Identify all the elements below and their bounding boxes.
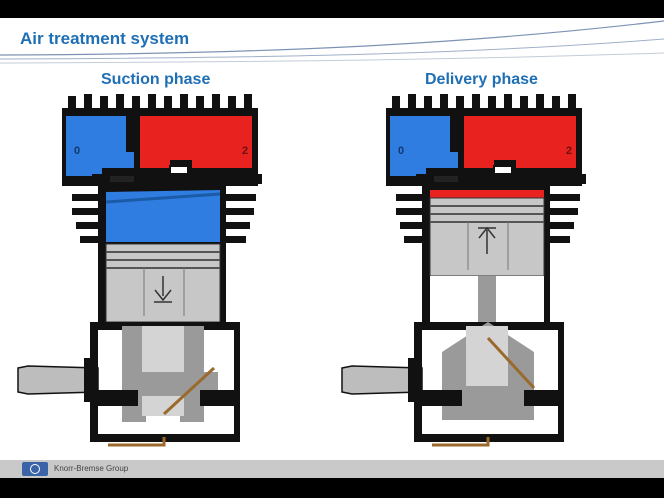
page-title: Air treatment system <box>20 29 190 48</box>
knorr-bremse-logo-icon <box>22 462 48 476</box>
header-swoosh <box>0 20 664 64</box>
suction-phase-label: Suction phase <box>101 71 211 88</box>
piston-up-arrow-icon <box>478 226 496 254</box>
port-0-label: 0 <box>398 145 404 157</box>
delivery-phase-label: Delivery phase <box>425 71 538 88</box>
company-name: Knorr-Bremse Group <box>54 464 129 473</box>
port-2-label: 2 <box>242 145 248 157</box>
port-0-label: 0 <box>74 145 80 157</box>
port-2-label: 2 <box>566 145 572 157</box>
slide-content: Air treatment system Suction phase Deliv… <box>0 18 664 460</box>
piston-down-arrow-icon <box>154 276 172 303</box>
footer-bar: Knorr-Bremse Group <box>0 460 664 478</box>
footer-border <box>0 478 664 498</box>
delivery-phase-diagram: 0 2 <box>341 94 586 447</box>
suction-phase-diagram: 0 2 <box>17 94 262 447</box>
